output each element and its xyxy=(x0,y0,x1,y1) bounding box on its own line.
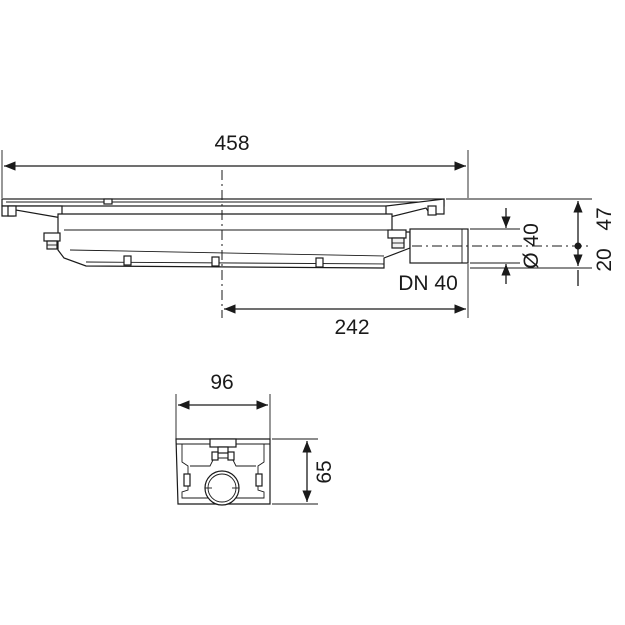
channel-rib-left xyxy=(123,255,132,266)
outlet-height-label: 20 xyxy=(593,248,616,271)
right-foot-top xyxy=(387,229,407,239)
outlet-size-label: DN 40 xyxy=(398,272,458,295)
end-view-grate-tab xyxy=(217,446,229,454)
end-view: 96 65 xyxy=(175,371,336,506)
end-view-channel-profile xyxy=(190,457,256,467)
left-foot-top xyxy=(43,232,61,242)
outlet-offset-label: 242 xyxy=(334,316,369,339)
end-view-screw-right xyxy=(227,451,235,461)
width-label: 96 xyxy=(210,371,233,394)
channel-slope-line xyxy=(69,249,385,257)
end-view-screw-left xyxy=(211,451,219,461)
end-view-grate-slot xyxy=(209,438,237,448)
overall-length-label: 458 xyxy=(214,132,249,155)
cover-plate xyxy=(1,198,445,207)
outlet-axis-dot xyxy=(574,242,582,250)
end-view-foot-right xyxy=(255,473,263,487)
cover-plate-notch xyxy=(103,198,113,205)
end-view-foot-left xyxy=(183,473,191,487)
channel-bottom-line xyxy=(85,261,385,265)
pipe-diameter-label: Ø 40 xyxy=(520,223,543,269)
drain-channel-body xyxy=(57,213,411,269)
left-flange-clip xyxy=(7,205,17,217)
side-view: 458 242 xyxy=(1,132,616,339)
height-label: 65 xyxy=(313,460,336,483)
total-height-label: 47 xyxy=(593,207,616,230)
channel-rib-mid xyxy=(211,256,220,267)
channel-rib-right xyxy=(315,257,324,268)
right-flange-clip xyxy=(427,205,437,216)
